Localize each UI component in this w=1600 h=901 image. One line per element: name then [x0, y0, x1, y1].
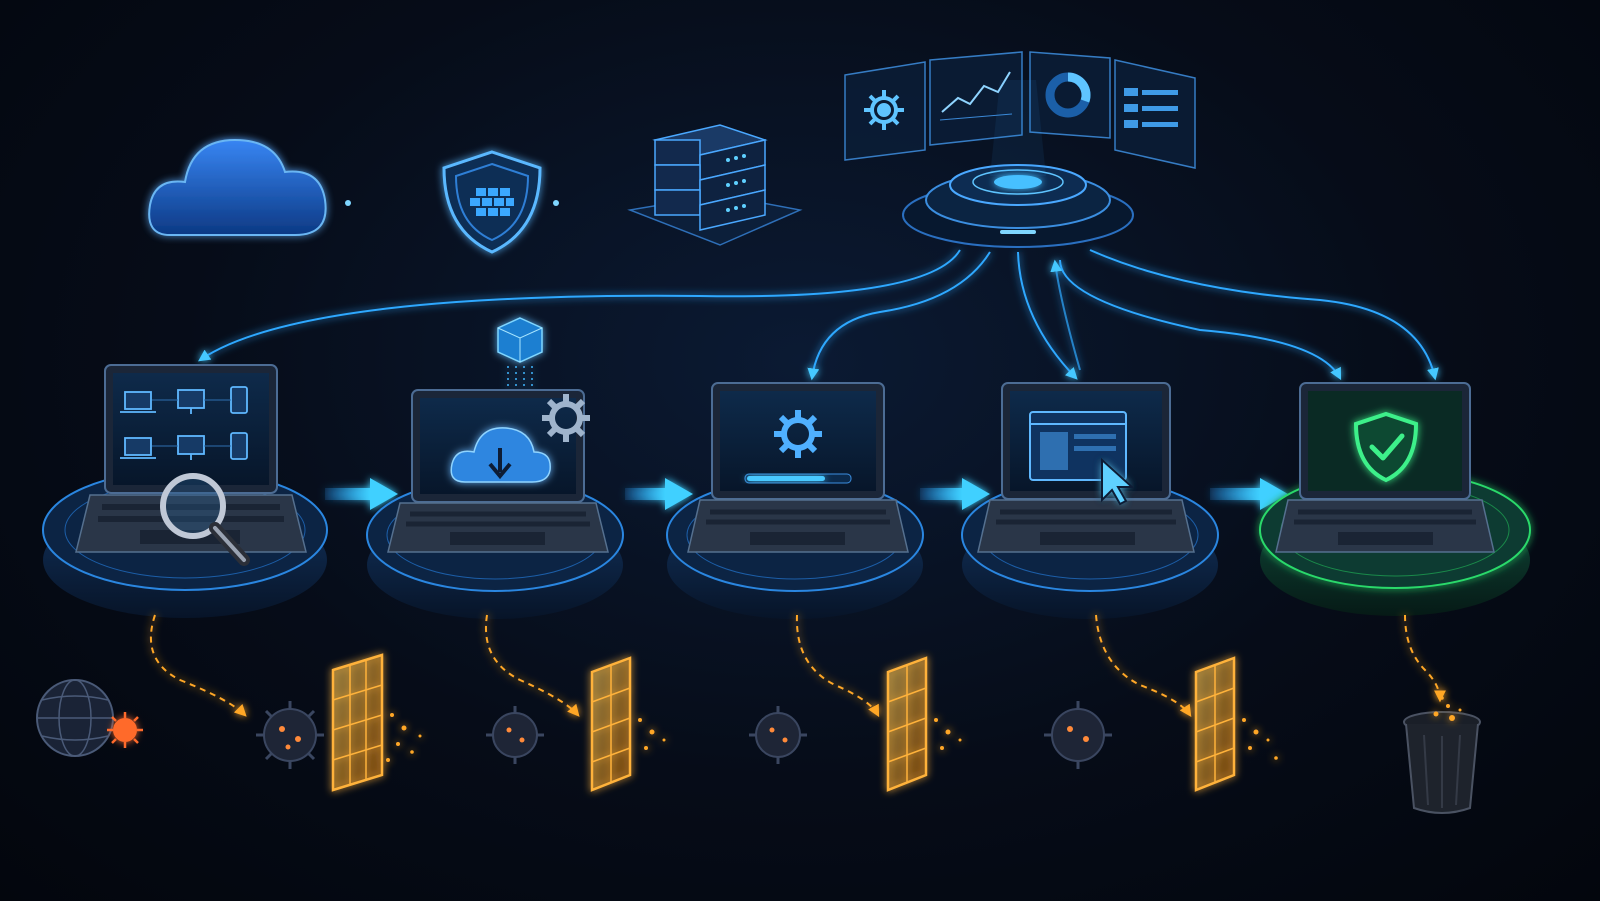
link-hub-station-5a [1059, 259, 1342, 381]
gear-progress-icon [744, 410, 852, 484]
list-panel-icon [1124, 88, 1178, 128]
dashboard-panels [844, 51, 1196, 169]
cursor-icon [1101, 457, 1135, 506]
virus-icon [107, 712, 143, 748]
line-chart-icon [941, 71, 1011, 113]
shield-check-icon [1353, 411, 1419, 483]
globe-icon [36, 679, 114, 757]
window-cursor-icon [1029, 411, 1135, 506]
virus-icon [256, 701, 324, 769]
virus-icon [1044, 701, 1112, 769]
cloud-icon [148, 138, 327, 236]
gear-panel [844, 61, 926, 161]
central-hub-icon [902, 80, 1134, 248]
station-3 [666, 382, 924, 619]
pipeline-arrows [325, 478, 1288, 510]
trash-bin-icon [1403, 696, 1481, 814]
orange-firewall-icon [590, 656, 666, 792]
orange-firewall-icon [886, 656, 962, 792]
connector-cloud-shield [330, 197, 443, 209]
pipeline-arrow-4 [1210, 478, 1288, 510]
threat-group-2 [486, 656, 666, 792]
orange-firewall-icon [1194, 656, 1278, 792]
gear-icon [542, 394, 590, 442]
station-5 [1259, 382, 1531, 616]
pipeline-arrow-3 [920, 478, 990, 510]
progress-fill [747, 476, 825, 481]
threat-group-3 [749, 656, 962, 792]
line-chart-panel [929, 51, 1023, 146]
virus-icon [486, 706, 544, 764]
gear-icon [864, 90, 904, 130]
link-hub-station-5b [1089, 249, 1439, 381]
orange-firewall-icon [331, 653, 422, 792]
link-hub-station-3 [807, 251, 991, 381]
threat-dashed-links [149, 614, 1446, 718]
virus-icon [749, 706, 807, 764]
threat-group-4 [1044, 656, 1278, 792]
station-2 [366, 389, 624, 619]
link-return [1050, 259, 1081, 371]
list-panel [1114, 59, 1196, 169]
connector-shield-server [545, 197, 643, 209]
station-1 [42, 364, 328, 618]
link-hub-station-4 [1017, 251, 1078, 380]
device-inventory-icon [120, 386, 248, 460]
server-rack-icon [627, 124, 803, 246]
hub-distribution-lines [198, 249, 1439, 381]
cloud-download-icon [450, 427, 551, 483]
laptop [687, 382, 909, 553]
station-4 [961, 382, 1219, 619]
magnifier-icon [160, 473, 250, 566]
link-hub-station-1 [198, 249, 961, 362]
threat-group-1 [107, 653, 422, 792]
donut-chart-icon [1045, 72, 1091, 118]
firewall-shield-icon [442, 150, 542, 254]
donut-chart-panel [1029, 51, 1111, 139]
pipeline-arrow-2 [625, 478, 693, 510]
pipeline-arrow-1 [325, 478, 398, 510]
